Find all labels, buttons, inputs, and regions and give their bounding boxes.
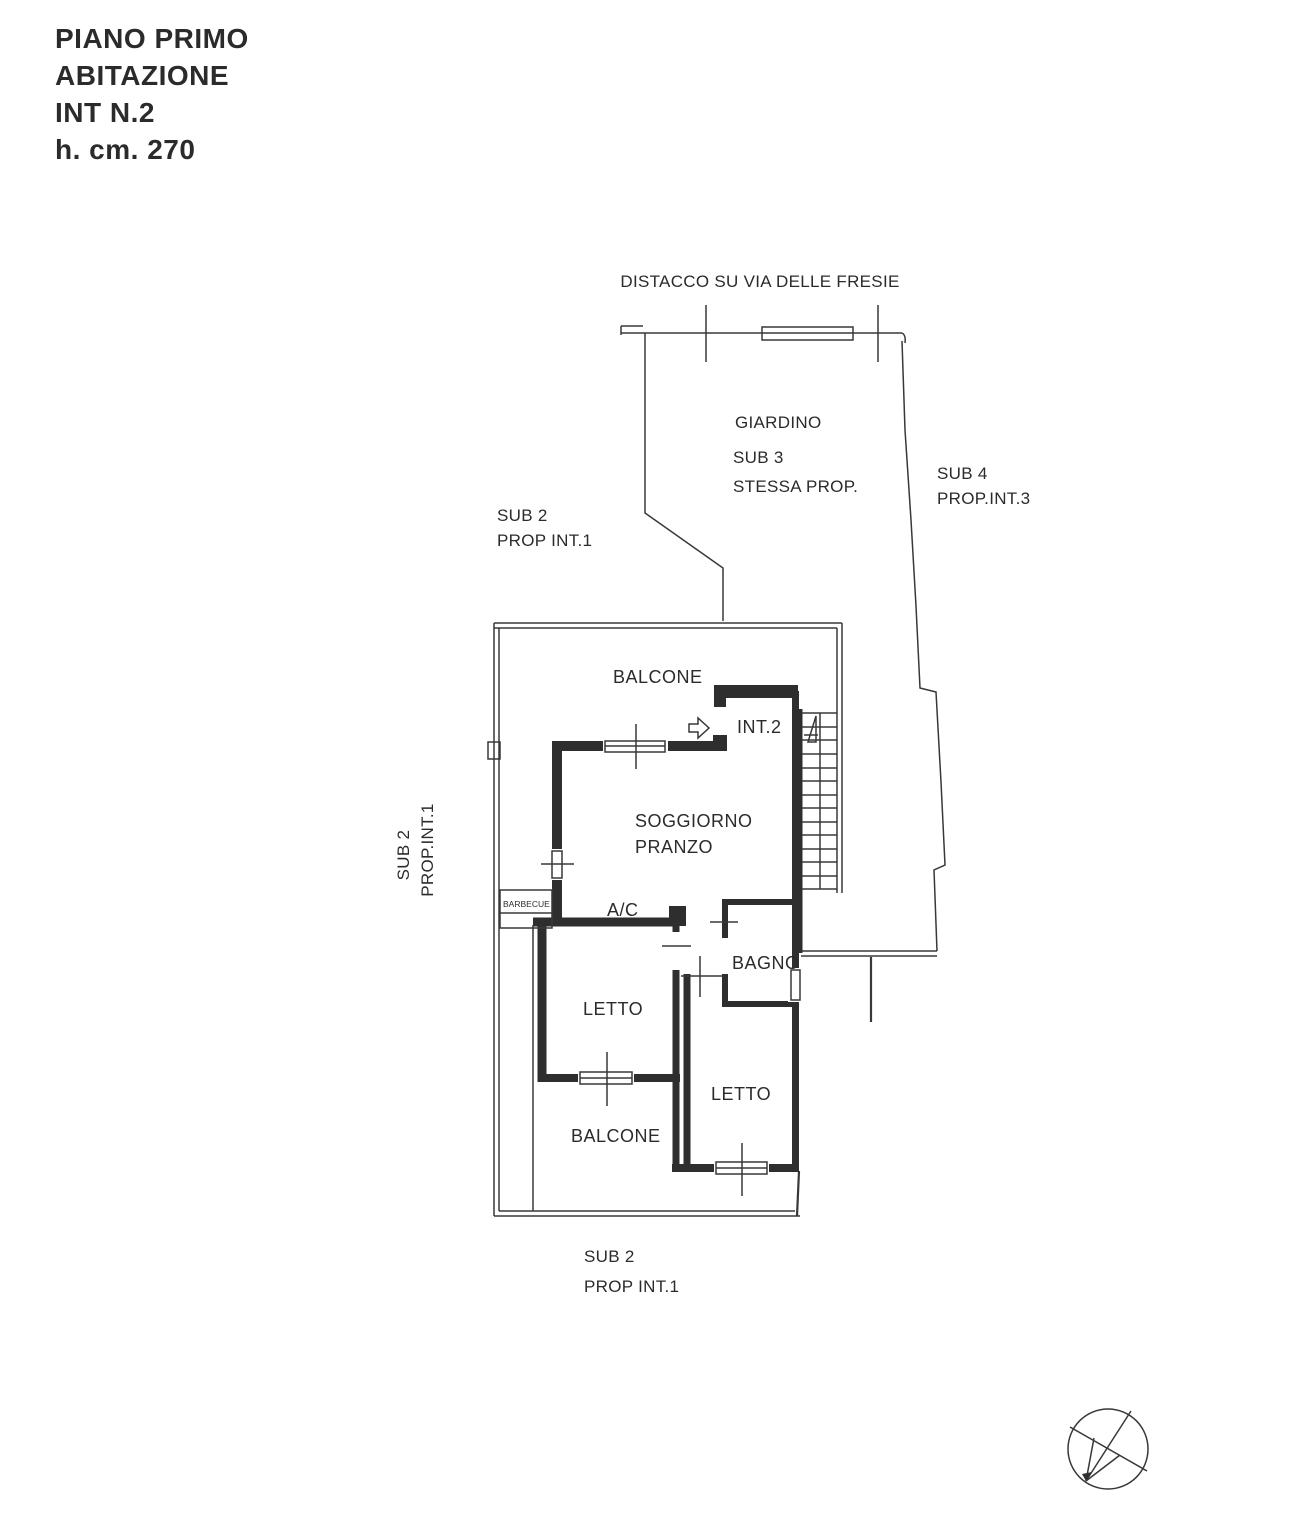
ac-label: A/C [607, 900, 639, 920]
parapet-pillar [487, 741, 501, 760]
south-prop-label: PROP INT.1 [584, 1277, 679, 1296]
balcony-top-label: BALCONE [613, 667, 703, 687]
west-side-sub-label: SUB 2 [394, 830, 413, 881]
title-line-1: PIANO PRIMO [55, 23, 249, 54]
room-labels: BALCONE INT.2 SOGGIORNO PRANZO A/C BAGNO… [571, 667, 800, 1146]
bedroom-left-label: LETTO [583, 999, 643, 1019]
stairs-direction-mark [804, 715, 818, 743]
garden-prop-label: STESSA PROP. [733, 477, 858, 496]
east-parcel-prop-label: PROP.INT.3 [937, 489, 1030, 508]
apartment-walls: BARBECUE [499, 685, 803, 1211]
garden-boundary: GIARDINO SUB 3 STESSA PROP. SUB 4 PROP.I… [394, 333, 1030, 1296]
entry-arrow-icon [688, 716, 711, 740]
stairs [797, 709, 837, 953]
living-room-label-1: SOGGIORNO [635, 811, 753, 831]
west-side-prop-label: PROP.INT.1 [418, 803, 437, 896]
ac-niche [669, 906, 686, 926]
south-sub-label: SUB 2 [584, 1247, 635, 1266]
garden-west-boundary [644, 333, 724, 621]
garden-label: GIARDINO [735, 413, 821, 432]
west-upper-prop-label: PROP INT.1 [497, 531, 592, 550]
balcony-bottom-label: BALCONE [571, 1126, 661, 1146]
living-room-label-2: PRANZO [635, 837, 713, 857]
bedroom-right-label: LETTO [711, 1084, 771, 1104]
gate-symbol [761, 326, 854, 341]
street-boundary-label: DISTACCO SU VIA DELLE FRESIE [620, 272, 899, 291]
barbecue-label: BARBECUE [503, 899, 550, 909]
west-upper-sub-label: SUB 2 [497, 506, 548, 525]
title-line-2: ABITAZIONE [55, 60, 229, 91]
title-line-3: INT N.2 [55, 97, 155, 128]
bathroom-label: BAGNO [732, 953, 800, 973]
unit-label: INT.2 [737, 717, 782, 737]
garden-sub-label: SUB 3 [733, 448, 784, 467]
title-line-4: h. cm. 270 [55, 134, 195, 165]
title-block: PIANO PRIMO ABITAZIONE INT N.2 h. cm. 27… [55, 23, 249, 165]
street-fence: DISTACCO SU VIA DELLE FRESIE [620, 272, 906, 362]
barbecue-box: BARBECUE [499, 889, 553, 929]
garden-east-boundary [901, 340, 946, 952]
compass-icon [1067, 1408, 1149, 1490]
east-parcel-sub-label: SUB 4 [937, 464, 988, 483]
